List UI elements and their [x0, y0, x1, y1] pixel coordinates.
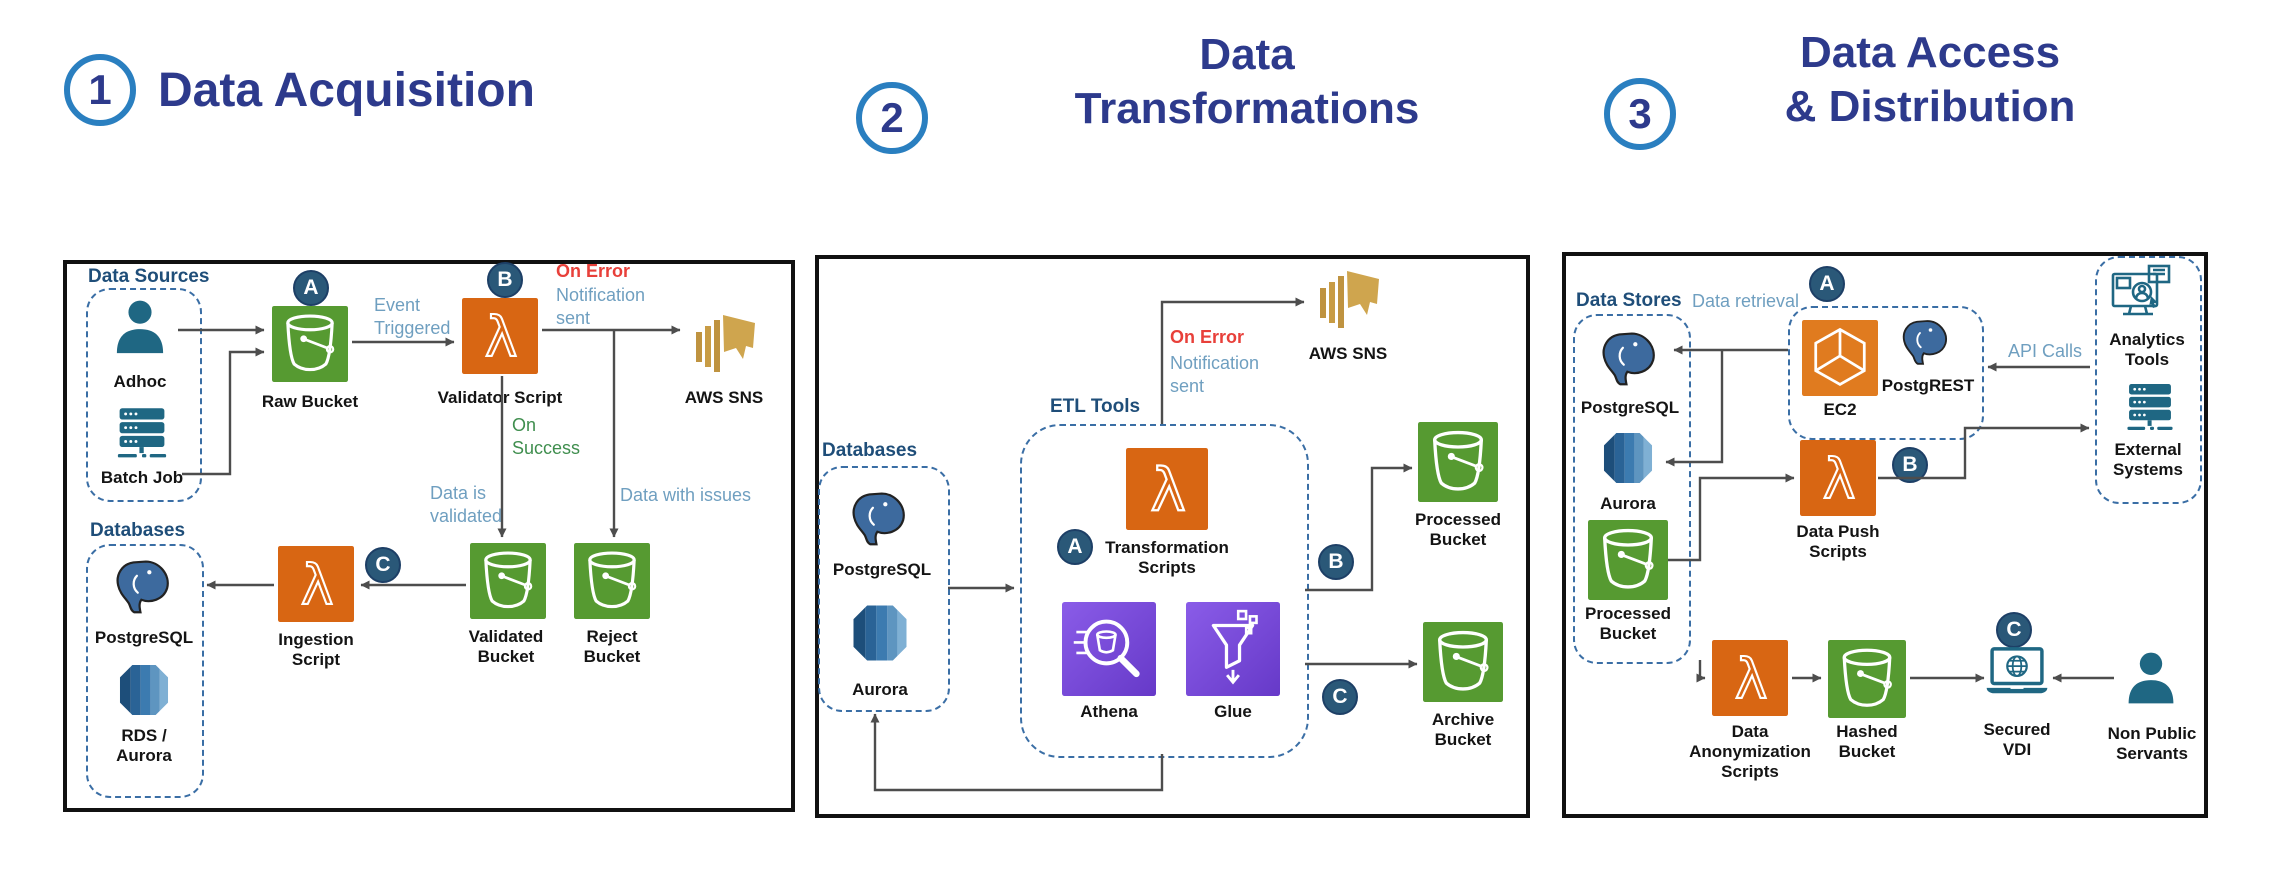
databases-group-label: Databases [90, 520, 186, 541]
analytics-tools-label: Analytics Tools [2109, 330, 2185, 370]
badge-b: B [487, 262, 523, 298]
panel-2-title: Data Transformations [1074, 30, 1420, 133]
postgresql-label: PostgreSQL [1580, 398, 1680, 417]
postgrest-icon [1899, 318, 1953, 372]
data-push-scripts-lambda-icon [1800, 440, 1876, 516]
batch-job-label: Batch Job [100, 468, 184, 487]
databases-group [86, 544, 204, 798]
archive-bucket-label: Archive Bucket [1431, 710, 1495, 750]
validated-bucket-icon [470, 543, 546, 619]
badge-c: C [1322, 679, 1358, 715]
ec2-icon [1802, 320, 1878, 396]
aurora-label: Aurora [1600, 494, 1656, 513]
external-systems-label: External Systems [2113, 440, 2183, 480]
adhoc-user-icon [108, 294, 172, 366]
ec2-label: EC2 [1823, 400, 1857, 419]
panel-3-title: Data Access & Distribution [1784, 28, 2076, 131]
data-sources-group-label: Data Sources [88, 266, 210, 287]
databases-group-label: Databases [822, 440, 918, 461]
step-1-number: 1 [64, 54, 136, 126]
processed-bucket-icon [1588, 520, 1668, 600]
batch-job-server-icon [110, 404, 174, 466]
postgresql-icon [848, 490, 912, 554]
raw-bucket-icon [272, 306, 348, 382]
ingestion-script-lambda-icon [278, 546, 354, 622]
reject-bucket-label: Reject Bucket [583, 627, 641, 667]
data-retrieval-label: Data retrieval [1692, 291, 1800, 311]
analytics-external-group [2095, 256, 2202, 504]
athena-label: Athena [1080, 702, 1138, 721]
step-1-digit: 1 [88, 66, 112, 113]
aws-sns-label: AWS SNS [684, 388, 764, 407]
adhoc-label: Adhoc [113, 372, 167, 391]
validator-script-lambda-icon [462, 298, 538, 374]
postgresql-icon [112, 558, 176, 622]
analytics-tools-icon [2107, 262, 2179, 334]
on-error-label: On Error [1170, 327, 1245, 347]
panel-1-title: Data Acquisition [158, 64, 535, 117]
postgresql-label: PostgreSQL [94, 628, 194, 647]
notification-sent-label: Notification sent [1170, 353, 1260, 396]
etl-tools-group-label: ETL Tools [1050, 396, 1141, 417]
non-public-servants-label: Non Public Servants [2107, 724, 2197, 764]
badge-c: C [1996, 612, 2032, 648]
glue-label: Glue [1214, 702, 1252, 721]
event-triggered-label: Event Triggered [374, 295, 451, 338]
data-with-issues-label: Data with issues [620, 485, 752, 505]
athena-icon [1062, 602, 1156, 696]
badge-c: C [365, 547, 401, 583]
data-push-scripts-label: Data Push Scripts [1796, 522, 1880, 562]
postgrest-label: PostgREST [1881, 376, 1975, 395]
ingestion-script-label: Ingestion Script [278, 630, 354, 670]
processed-bucket-label: Processed Bucket [1415, 510, 1501, 550]
transformation-scripts-lambda-icon [1126, 448, 1208, 530]
aurora-icon [847, 600, 913, 666]
aws-sns-icon [688, 306, 760, 378]
on-success-label: On Success [512, 415, 581, 458]
non-public-servants-icon [2120, 646, 2182, 716]
processed-bucket-icon [1418, 422, 1498, 502]
step-3-digit: 3 [1628, 90, 1652, 137]
step-2-number: 2 [856, 82, 928, 154]
archive-bucket-icon [1423, 622, 1503, 702]
hashed-bucket-icon [1828, 640, 1906, 718]
data-anonymization-scripts-label: Data Anonymization Scripts [1689, 722, 1811, 782]
data-stores-group-label: Data Stores [1576, 290, 1682, 311]
aurora-icon [1598, 428, 1658, 488]
badge-a: A [1057, 529, 1093, 565]
aws-sns-label: AWS SNS [1308, 344, 1388, 363]
data-anonymization-lambda-icon [1712, 640, 1788, 716]
data-is-validated-label: Data is validated [430, 483, 503, 526]
step-2-digit: 2 [880, 94, 904, 141]
badge-b: B [1318, 544, 1354, 580]
external-systems-server-icon [2121, 380, 2179, 438]
badge-a: A [1809, 266, 1845, 302]
notification-sent-label: Notification sent [556, 285, 646, 328]
aws-sns-icon [1312, 262, 1384, 334]
processed-bucket-label: Processed Bucket [1585, 604, 1671, 644]
rds-aurora-icon [114, 660, 174, 720]
on-error-label: On Error [556, 261, 631, 281]
glue-icon [1186, 602, 1280, 696]
hashed-bucket-label: Hashed Bucket [1836, 722, 1898, 762]
api-calls-label: API Calls [2008, 341, 2083, 361]
aurora-label: Aurora [852, 680, 908, 699]
postgresql-label: PostgreSQL [832, 560, 932, 579]
postgresql-icon [1598, 330, 1662, 394]
secured-vdi-laptop-icon [1978, 638, 2056, 716]
validator-script-label: Validator Script [437, 388, 563, 407]
badge-b: B [1892, 447, 1928, 483]
secured-vdi-label: Secured VDI [1983, 720, 2051, 760]
step-3-number: 3 [1604, 78, 1676, 150]
reject-bucket-icon [574, 543, 650, 619]
rds-aurora-label: RDS / Aurora [116, 726, 172, 766]
badge-a: A [293, 270, 329, 306]
validated-bucket-label: Validated Bucket [468, 627, 544, 667]
raw-bucket-label: Raw Bucket [261, 392, 359, 411]
transformation-scripts-label: Transformation Scripts [1105, 538, 1229, 578]
